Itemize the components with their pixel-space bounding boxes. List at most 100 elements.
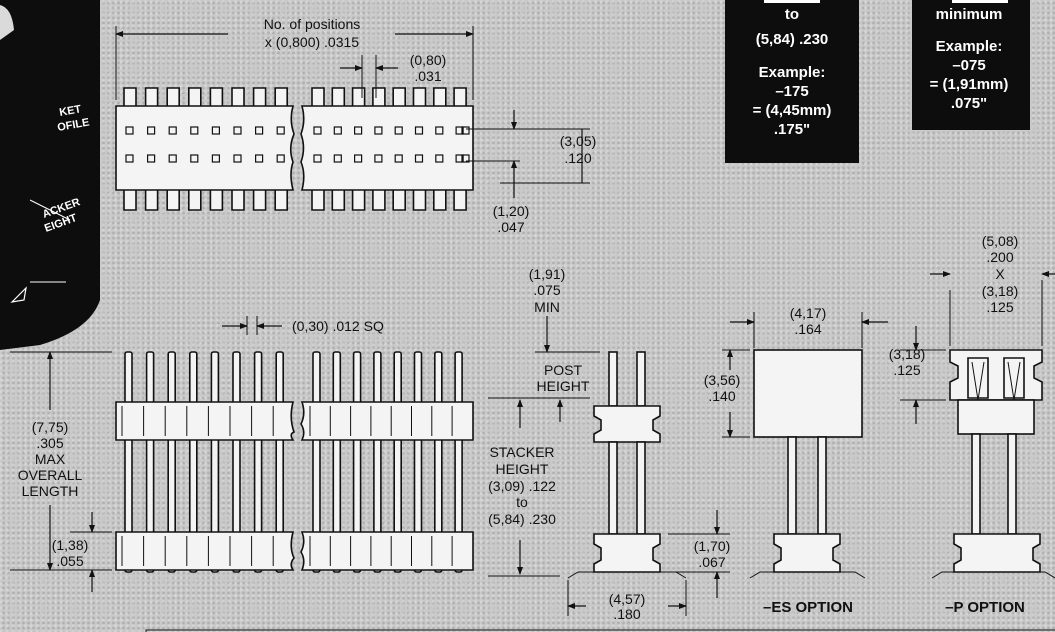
top-hole [211,154,220,163]
side-view-cells [121,406,453,566]
top-hole [461,154,470,163]
info-box-right-line-1: minimum [936,6,1003,23]
top-hole [354,154,363,163]
es-width-label-1: (4,17) [790,305,827,321]
es-width-label-2: .164 [794,321,821,337]
top-pin-upper [453,87,467,106]
overall-length-label-4: OVERALL [18,467,83,483]
top-pin-lower [372,190,386,211]
info-box-right-line-2: Example: [936,38,1003,55]
top-pin-upper [252,87,267,106]
pitch-label-1: (0,80) [410,52,447,68]
post-height-label-1: POST [544,362,583,378]
post-square-label: (0,30) .012 SQ [292,318,384,334]
pitch-label-2: .031 [414,68,441,84]
top-pin-lower [188,190,202,211]
top-hole [190,126,199,135]
edge-label-1: (1,20) [493,203,530,219]
info-box-left: to (5,84) .230 Example: –175 = (4,45mm) … [725,0,859,163]
top-hole [125,126,134,135]
top-pin-upper [351,87,366,106]
side-view-lower-insulator [115,531,474,571]
top-pin-lower [209,190,224,211]
info-box-left-line-1: to [785,6,799,23]
base-height-label-2: .055 [56,553,83,569]
side-panel: KET OFILE ACKER EIGHT [0,0,100,350]
top-pin-upper [188,87,202,106]
top-pin-upper [209,87,224,106]
top-pin-upper [372,87,386,106]
positions-label-1: No. of positions [264,16,361,32]
top-hole [313,126,322,135]
info-box-left-line-3: Example: [759,64,826,81]
top-hole [435,126,444,135]
middle-dimensions: (1,91) .075 MIN POST HEIGHT STACKER HEIG… [488,266,600,577]
top-pin-upper [231,87,245,106]
info-box-right-line-3: –075 [952,57,985,74]
side-panel-label-2: OFILE [56,117,90,134]
overall-length-label-2: .305 [36,435,63,451]
top-hole [276,154,285,163]
p-height-label-1: (3,18) [889,346,926,362]
top-pin-lower [252,190,267,211]
post-height-label-2: HEIGHT [537,378,590,394]
side-view-upper-insulator [115,401,474,441]
edge-label-2: .047 [497,219,524,235]
top-pin-lower [274,190,288,211]
p-size-label-1: (5,08) [982,233,1019,249]
base-height-label-1: (1,38) [52,537,89,553]
top-view-holes [125,126,470,163]
top-hole [147,154,156,163]
overall-length-label-1: (7,75) [32,419,69,435]
top-hole [168,126,177,135]
top-pin-upper [433,87,447,106]
stacker-label-2: HEIGHT [496,461,549,477]
top-hole [455,126,464,135]
es-option: (4,17) .164 (3,56) .140 –ES OPTION [704,305,888,616]
overall-length-label-3: MAX [35,451,66,467]
p-height-label-2: .125 [893,362,920,378]
top-hole [276,126,285,135]
top-pin-lower [331,190,346,211]
top-view: No. of positions x (0,800) .0315 (0,80) … [115,16,597,235]
es-height-label-1: (3,56) [704,372,741,388]
top-hole [394,126,403,135]
top-hole [255,126,264,135]
top-pin-upper [123,87,137,106]
top-hole [435,154,444,163]
top-hole [255,154,264,163]
top-pin-lower [433,190,447,211]
end-width-label-1: (4,57) [609,591,646,607]
row-gap-label-1: (3,05) [560,133,597,149]
top-pin-lower [392,190,406,211]
top-pin-lower [311,190,325,211]
top-pin-lower [453,190,467,211]
info-box-right: minimum Example: –075 = (1,91mm) .075" [912,0,1030,130]
top-view-body-right [300,105,474,191]
end-width-label-2: .180 [613,606,640,622]
top-pin-upper [392,87,406,106]
p-option: (5,08) .200 X (3,18) .125 (3,18) .125 –P… [889,233,1055,616]
top-pin-upper [144,87,159,106]
top-hole [394,154,403,163]
stacker-label-5: (5,84) .230 [488,511,556,527]
top-hole [354,126,363,135]
info-box-left-line-4: –175 [775,83,808,100]
p-size-label-5: .125 [986,299,1013,315]
top-pin-upper [311,87,325,106]
top-pin-lower [231,190,245,211]
top-hole [461,126,470,135]
top-pin-lower [412,190,427,211]
top-hole [414,126,424,135]
top-hole [168,154,177,163]
post-min-label-1: (1,91) [529,266,566,282]
top-pin-upper [274,87,288,106]
top-hole [455,154,464,163]
top-pin-lower [123,190,137,211]
row-gap-label-2: .120 [564,150,591,166]
top-hole [233,126,242,135]
top-hole [333,126,342,135]
top-hole [333,154,342,163]
